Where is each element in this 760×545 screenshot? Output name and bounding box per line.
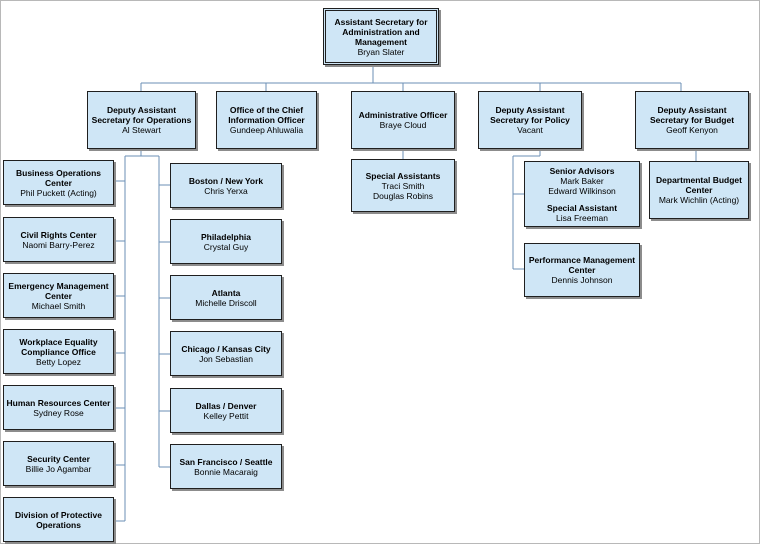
node-person: Braye Cloud: [379, 120, 427, 130]
node-region-chicago-kansas-city: Chicago / Kansas City Jon Sebastian: [170, 331, 282, 376]
node-title: Business Operations Center: [15, 167, 102, 188]
node-region-philadelphia: Philadelphia Crystal Guy: [170, 219, 282, 264]
node-person: Bonnie Macaraig: [194, 466, 258, 477]
node-person: Dennis Johnson: [551, 275, 613, 285]
node-title: Special Assistant: [546, 202, 618, 213]
node-division-of-protective-operations: Division of Protective Operations: [3, 497, 114, 542]
node-administrative-officer: Administrative Officer Braye Cloud: [351, 91, 455, 149]
node-title: Boston / New York: [188, 175, 264, 186]
node-person: Phil Puckett (Acting): [20, 187, 97, 198]
node-region-boston-new-york: Boston / New York Chris Yerxa: [170, 163, 282, 208]
node-title: Assistant Secretary for Administration a…: [334, 16, 428, 47]
node-das-policy: Deputy Assistant Secretary for Policy Va…: [478, 91, 582, 149]
node-person: Michelle Driscoll: [195, 297, 257, 308]
node-person: Douglas Robins: [372, 190, 433, 201]
node-title: Deputy Assistant Secretary for Operation…: [91, 105, 192, 125]
node-title: Philadelphia: [200, 231, 252, 242]
node-assistant-secretary: Assistant Secretary for Administration a…: [323, 8, 439, 65]
node-region-atlanta: Atlanta Michelle Driscoll: [170, 275, 282, 320]
node-person: Vacant: [517, 125, 543, 135]
node-business-operations-center: Business Operations Center Phil Puckett …: [3, 160, 114, 205]
node-title: Deputy Assistant Secretary for Policy: [490, 105, 570, 125]
node-title: Departmental Budget Center: [656, 175, 742, 195]
node-senior-advisors: Senior Advisors Mark Baker Edward Wilkin…: [524, 161, 640, 227]
node-title: Office of the Chief Information Officer: [228, 105, 305, 125]
node-title: Administrative Officer: [358, 110, 448, 120]
node-region-san-francisco-seattle: San Francisco / Seattle Bonnie Macaraig: [170, 444, 282, 489]
node-person: Edward Wilkinson: [548, 185, 616, 196]
node-special-assistants: Special Assistants Traci Smith Douglas R…: [351, 159, 455, 212]
node-emergency-management-center: Emergency Management Center Michael Smit…: [3, 273, 114, 318]
node-person: Naomi Barry-Perez: [22, 239, 95, 250]
node-security-center: Security Center Billie Jo Agambar: [3, 441, 114, 486]
node-person: Jon Sebastian: [199, 353, 253, 364]
node-title: Civil Rights Center: [20, 229, 97, 240]
node-person: Al Stewart: [122, 125, 161, 135]
node-title: Security Center: [27, 453, 90, 464]
node-cio: Office of the Chief Information Officer …: [216, 91, 317, 149]
node-person: Kelley Pettit: [203, 410, 249, 421]
node-person: Michael Smith: [31, 300, 86, 311]
node-departmental-budget-center: Departmental Budget Center Mark Wichlin …: [649, 161, 749, 219]
node-person: Chris Yerxa: [204, 185, 248, 196]
node-person: Gundeep Ahluwalia: [229, 125, 304, 135]
node-title: Dallas / Denver: [195, 400, 257, 411]
node-title: Workplace Equality Compliance Office: [19, 336, 98, 357]
node-title: Division of Protective Operations: [15, 509, 102, 530]
node-person: Betty Lopez: [36, 356, 81, 367]
node-person: Sydney Rose: [33, 407, 84, 418]
node-title: Chicago / Kansas City: [181, 343, 271, 354]
node-human-resources-center: Human Resources Center Sydney Rose: [3, 385, 114, 430]
node-person: Geoff Kenyon: [666, 125, 718, 135]
node-person: Lisa Freeman: [556, 212, 608, 223]
node-performance-management-center: Performance Management Center Dennis Joh…: [524, 243, 640, 297]
node-title: Deputy Assistant Secretary for Budget: [649, 105, 735, 125]
node-title: Human Resources Center: [6, 397, 111, 408]
node-person: Traci Smith: [381, 180, 425, 191]
node-region-dallas-denver: Dallas / Denver Kelley Pettit: [170, 388, 282, 433]
node-title: Atlanta: [211, 287, 241, 298]
node-person: Mark Baker: [560, 175, 604, 186]
node-person: Billie Jo Agambar: [25, 463, 92, 474]
node-das-budget: Deputy Assistant Secretary for Budget Ge…: [635, 91, 749, 149]
node-person: Bryan Slater: [357, 46, 405, 57]
node-das-operations: Deputy Assistant Secretary for Operation…: [87, 91, 196, 149]
node-title: Emergency Management Center: [8, 280, 109, 301]
node-title: San Francisco / Seattle: [179, 456, 273, 467]
node-title: Senior Advisors: [549, 165, 615, 176]
node-title: Performance Management Center: [528, 255, 636, 275]
node-civil-rights-center: Civil Rights Center Naomi Barry-Perez: [3, 217, 114, 262]
node-workplace-equality-compliance-office: Workplace Equality Compliance Office Bet…: [3, 329, 114, 374]
node-person: Crystal Guy: [203, 241, 249, 252]
node-title: Special Assistants: [365, 170, 441, 181]
node-person: Mark Wichlin (Acting): [658, 195, 740, 205]
